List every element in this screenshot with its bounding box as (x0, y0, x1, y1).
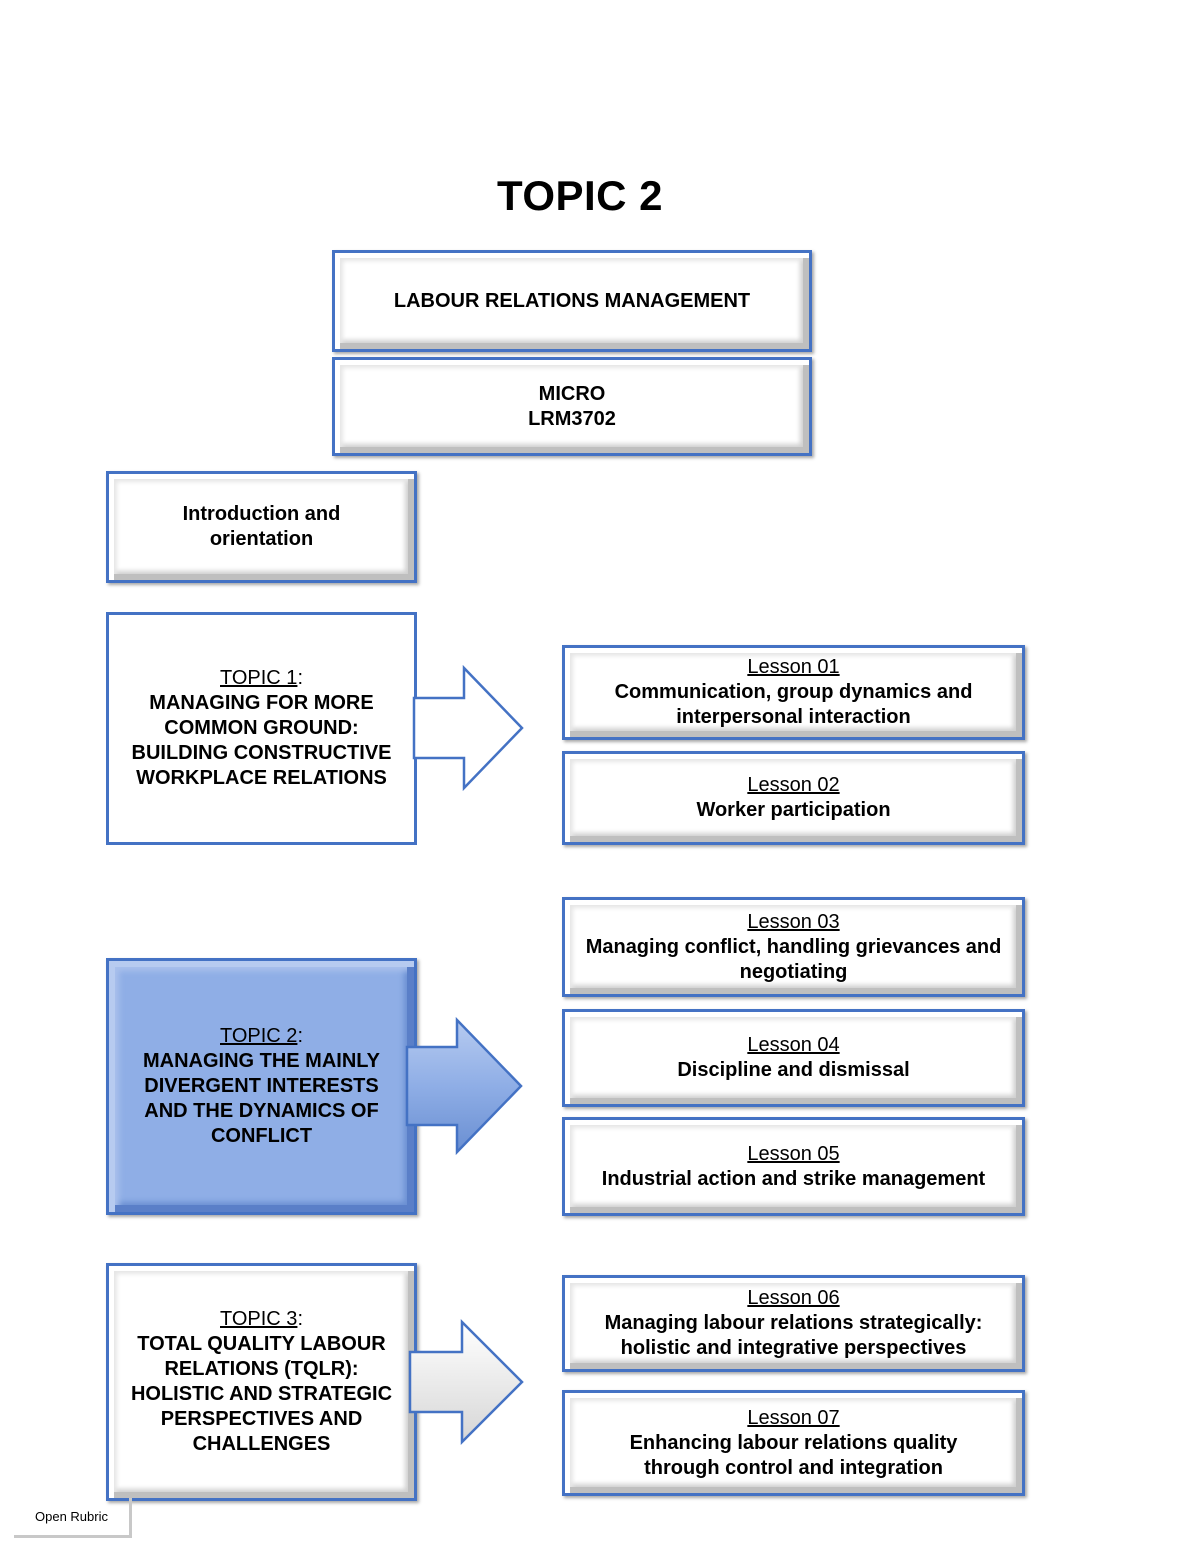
lesson-04-box: Lesson 04 Discipline and dismissal (562, 1009, 1025, 1107)
lesson-03-box: Lesson 03 Managing conflict, handling gr… (562, 897, 1025, 997)
lesson-04-label: Lesson 04 (747, 1034, 840, 1056)
topic-1-label: TOPIC 1 (220, 667, 298, 689)
lesson-02-box: Lesson 02 Worker participation (562, 751, 1025, 845)
lesson-02-title: Worker participation (696, 799, 891, 821)
topic-3-box: TOPIC 3: TOTAL QUALITY LABOUR RELATIONS … (106, 1263, 417, 1501)
topic-3-heading: TOTAL QUALITY LABOUR RELATIONS (TQLR): H… (130, 1333, 393, 1455)
lesson-02-label: Lesson 02 (747, 774, 840, 796)
module-code-box: MICRO LRM3702 (332, 357, 812, 456)
lesson-03-label: Lesson 03 (747, 910, 840, 933)
lesson-01-title: Communication, group dynamics and interp… (614, 681, 973, 728)
topic-1-heading: MANAGING FOR MORE COMMON GROUND: BUILDIN… (131, 692, 392, 789)
open-rubric-button[interactable]: Open Rubric (14, 1498, 132, 1538)
intro-box: Introduction and orientation (106, 471, 417, 583)
lesson-07-box: Lesson 07 Enhancing labour relations qua… (562, 1390, 1025, 1496)
module-level: MICRO (538, 382, 606, 405)
module-name: LABOUR RELATIONS MANAGEMENT (393, 289, 751, 312)
lesson-05-box: Lesson 05 Industrial action and strike m… (562, 1117, 1025, 1216)
lesson-01-box: Lesson 01 Communication, group dynamics … (562, 645, 1025, 740)
topic-2-box: TOPIC 2: MANAGING THE MAINLY DIVERGENT I… (106, 958, 417, 1215)
topic-2-heading: MANAGING THE MAINLY DIVERGENT INTERESTS … (142, 1050, 381, 1147)
module-code: LRM3702 (528, 407, 616, 430)
lesson-07-title: Enhancing labour relations quality throu… (629, 1431, 958, 1479)
lesson-01-label: Lesson 01 (747, 656, 840, 678)
module-name-box: LABOUR RELATIONS MANAGEMENT (332, 250, 812, 352)
topic-2-arrow-icon (405, 1017, 523, 1156)
lesson-07-label: Lesson 07 (747, 1406, 840, 1429)
topic-3-arrow-icon (408, 1318, 524, 1446)
topic-1-box: TOPIC 1: MANAGING FOR MORE COMMON GROUND… (106, 612, 417, 845)
lesson-05-label: Lesson 05 (747, 1142, 840, 1165)
lesson-06-title: Managing labour relations strategically:… (604, 1312, 983, 1359)
lesson-03-title: Managing conflict, handling grievances a… (585, 935, 1002, 983)
lesson-05-title: Industrial action and strike management (601, 1167, 986, 1190)
lesson-06-label: Lesson 06 (747, 1287, 840, 1309)
lesson-04-title: Discipline and dismissal (677, 1059, 910, 1081)
intro-text: Introduction and orientation (182, 503, 341, 550)
page-title: TOPIC 2 (496, 172, 664, 219)
topic-2-label: TOPIC 2 (220, 1025, 298, 1047)
topic-1-arrow-icon (412, 664, 524, 792)
topic-3-label: TOPIC 3 (220, 1308, 298, 1330)
lesson-06-box: Lesson 06 Managing labour relations stra… (562, 1275, 1025, 1372)
